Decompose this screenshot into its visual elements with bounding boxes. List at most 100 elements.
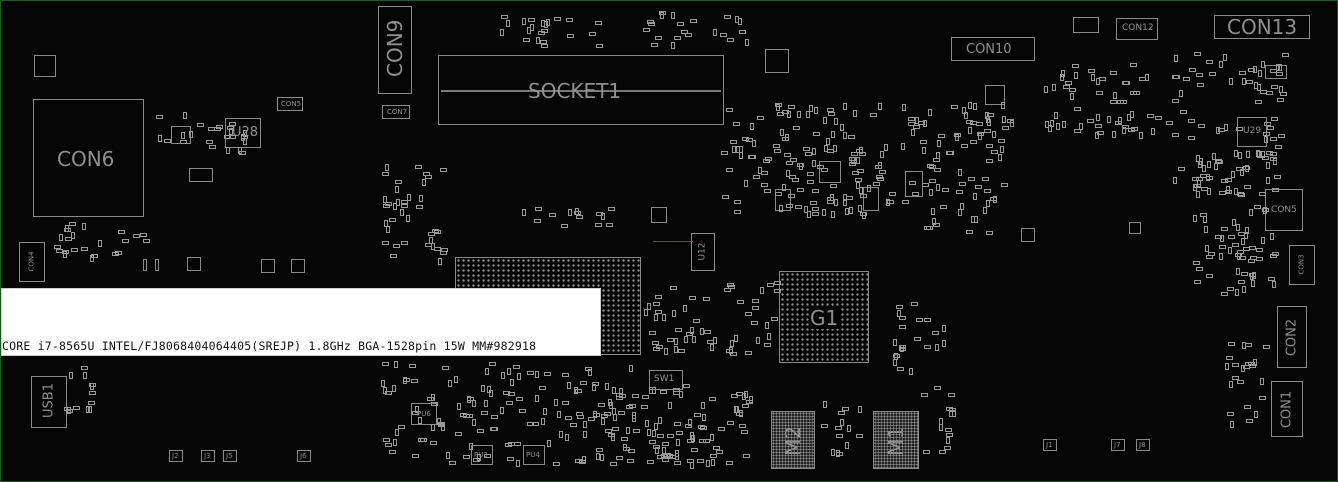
passive-pad [205, 139, 213, 144]
passive-pad [484, 367, 489, 375]
passive-pad [733, 335, 738, 343]
chip-pad-c[interactable] [863, 187, 879, 211]
jumper-j3[interactable] [201, 450, 215, 462]
passive-pad [897, 367, 905, 372]
part-con12-left[interactable] [1073, 17, 1099, 33]
passive-pad [729, 140, 737, 145]
passive-pad [851, 171, 859, 176]
chip-pu3[interactable] [471, 445, 493, 465]
part-info-tooltip: CORE i7-8565U INTEL/FJ8068404064405(SREJ… [1, 288, 601, 356]
connector-con5-right[interactable] [1265, 189, 1303, 231]
passive-pad [1238, 193, 1246, 198]
connector-con12[interactable] [1116, 18, 1158, 40]
passive-pad [1241, 272, 1249, 277]
trace-red-line [653, 241, 693, 242]
passive-pad [820, 168, 828, 173]
connector-con9[interactable] [378, 6, 412, 94]
connector-con1[interactable] [1271, 381, 1303, 437]
passive-pad [179, 140, 187, 145]
chip-u29[interactable] [1237, 117, 1267, 147]
passive-pad [651, 387, 656, 395]
jumper-j6[interactable] [297, 450, 311, 462]
passive-pad [1112, 91, 1117, 99]
passive-pad [1188, 67, 1196, 72]
passive-pad [438, 421, 446, 426]
passive-pad [433, 229, 441, 234]
jumper-j2[interactable] [169, 450, 183, 462]
chip-pu4[interactable] [523, 445, 545, 465]
passive-pad [392, 384, 397, 392]
chip-u12[interactable] [691, 233, 715, 271]
passive-pad [516, 460, 521, 468]
chip-pad-a[interactable] [819, 161, 841, 183]
pad-right-2[interactable] [1129, 222, 1141, 234]
passive-pad [1195, 177, 1203, 182]
part-con7[interactable] [382, 105, 410, 119]
pad-right-1[interactable] [1021, 228, 1035, 242]
socket-socket1[interactable] [438, 55, 724, 125]
connector-usb1[interactable] [31, 376, 67, 428]
pad-left-3[interactable] [291, 259, 305, 273]
passive-pad [685, 32, 693, 37]
passive-pad [743, 453, 751, 458]
chip-u28[interactable] [225, 118, 261, 148]
pad-left-4[interactable] [143, 259, 147, 271]
passive-pad [780, 128, 785, 136]
part-sw-square[interactable] [651, 207, 667, 223]
passive-pad [955, 190, 963, 195]
passive-pad [878, 103, 883, 111]
passive-pad [610, 462, 618, 467]
connector-con13[interactable] [1214, 15, 1310, 39]
passive-pad [741, 137, 749, 142]
passive-pad [468, 442, 473, 450]
passive-pad [1216, 127, 1221, 135]
passive-pad [652, 346, 660, 351]
passive-pad [777, 112, 785, 117]
passive-pad [455, 432, 463, 437]
part-con5-small[interactable] [277, 97, 303, 111]
passive-pad [1193, 184, 1201, 189]
jumper-j5[interactable] [223, 450, 237, 462]
pad-left-1[interactable] [187, 257, 201, 271]
connector-con3-right[interactable] [1289, 245, 1315, 285]
memory-m2[interactable] [771, 411, 815, 469]
passive-pad [673, 422, 681, 427]
pad-left-2[interactable] [261, 259, 275, 273]
jumper-j1[interactable] [1043, 439, 1057, 451]
label-con12: CON12 [1122, 23, 1154, 33]
passive-pad [726, 38, 734, 43]
passive-pad [540, 417, 545, 425]
passive-pad [535, 37, 540, 45]
passive-pad [750, 321, 758, 326]
jumper-j8[interactable] [1136, 439, 1150, 451]
passive-pad [934, 386, 942, 391]
pad-right-3[interactable] [1265, 65, 1287, 79]
passive-pad [997, 138, 1005, 143]
passive-pad [661, 314, 666, 321]
chip-under-con10[interactable] [985, 85, 1005, 105]
passive-pad [1271, 84, 1279, 89]
memory-m1[interactable] [873, 411, 919, 469]
part-chip-b[interactable] [189, 168, 213, 182]
passive-pad [831, 211, 836, 219]
passive-pad [745, 312, 753, 317]
passive-pad [65, 408, 73, 413]
passive-pad [661, 441, 669, 446]
switch-sw1[interactable] [649, 370, 683, 390]
passive-pad [843, 198, 848, 206]
passive-pad [1115, 121, 1123, 126]
connector-con4-left[interactable] [19, 242, 45, 282]
label-j7: J7 [1114, 441, 1121, 449]
connector-con10[interactable] [951, 37, 1035, 61]
chip-pu6[interactable] [411, 403, 437, 425]
part-small-square[interactable] [34, 55, 56, 77]
pad-left-5[interactable] [155, 259, 159, 271]
passive-pad [932, 157, 940, 162]
chip-top-mid[interactable] [765, 49, 789, 73]
jumper-j7[interactable] [1111, 439, 1125, 451]
passive-pad [1238, 231, 1246, 236]
connector-con2[interactable] [1277, 306, 1307, 368]
connector-con6[interactable] [33, 99, 144, 217]
passive-pad [963, 111, 968, 119]
